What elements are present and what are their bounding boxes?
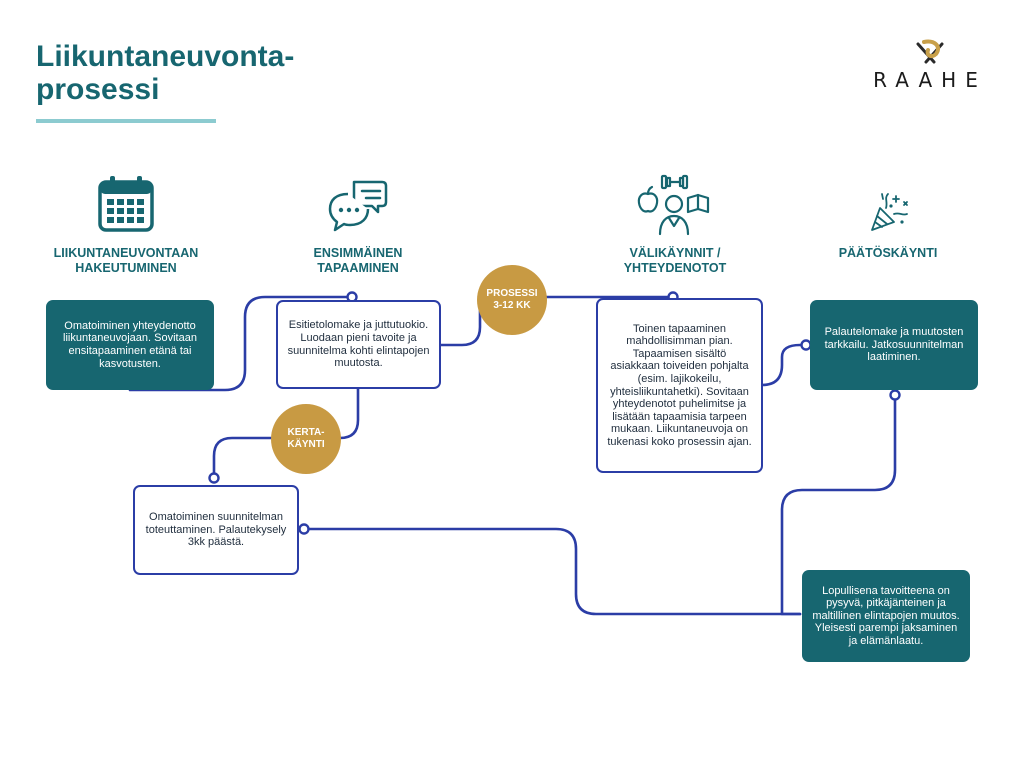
- connector-first-to-single: [338, 386, 360, 440]
- stage-label-line2: HAKEUTUMINEN: [75, 261, 177, 275]
- badge-line2: 3-12 KK: [493, 300, 531, 311]
- stage-label-line1: ENSIMMÄINEN: [313, 246, 403, 260]
- stage-label-valikaynnit: VÄLIKÄYNNIT / YHTEYDENOTOT: [575, 246, 775, 276]
- connector-node: [208, 472, 220, 484]
- connector-selfplan-to-goal: [302, 527, 802, 616]
- box-follow-up: Toinen tapaaminen mahdollisimman pian. T…: [596, 298, 763, 473]
- box-first-meeting: Esitietolomake ja juttutuokio. Luodaan p…: [276, 300, 441, 389]
- badge-line2: KÄYNTI: [287, 439, 325, 450]
- stage-label-hakeutuminen: LIIKUNTANEUVONTAAN HAKEUTUMINEN: [26, 246, 226, 276]
- stage-label-paatoskaynti: PÄÄTÖSKÄYNTI: [788, 246, 988, 261]
- page-title-line2: prosessi: [36, 73, 160, 106]
- stage-label-line1: PÄÄTÖSKÄYNTI: [838, 246, 938, 260]
- page-title-line1: Liikuntaneuvonta-: [36, 40, 295, 73]
- connector-node: [298, 523, 310, 535]
- stage-label-line2: YHTEYDENOTOT: [623, 261, 727, 275]
- box-self-plan: Omatoiminen suunnitelman toteuttaminen. …: [133, 485, 299, 575]
- person-with-dumbbell-apple-book-icon: [637, 174, 710, 236]
- badge-process-duration: PROSESSI 3-12 KK: [477, 265, 547, 335]
- page-title: Liikuntaneuvonta- prosessi: [36, 40, 294, 106]
- raahe-crest-icon: [916, 39, 944, 64]
- connector-first-to-process: [438, 308, 482, 347]
- connector-node: [889, 389, 901, 401]
- connector-start-to-first: [128, 295, 354, 392]
- connector-single-to-selfplan: [212, 436, 274, 480]
- stage-label-line2: TAPAAMINEN: [317, 261, 399, 275]
- badge-line1: KERTA-: [287, 427, 325, 438]
- logo-text: RAAHE: [873, 68, 987, 92]
- stage-label-line1: VÄLIKÄYNNIT /: [629, 246, 721, 260]
- badge-single-visit: KERTA- KÄYNTI: [271, 404, 341, 474]
- box-self-contact: Omatoiminen yhteydenotto liikuntaneuvoja…: [46, 300, 214, 390]
- raahe-logo: RAAHE: [860, 38, 1000, 98]
- connector-goal-to-final: [780, 393, 897, 616]
- connector-followup-to-final: [760, 343, 808, 387]
- stage-label-line1: LIIKUNTANEUVONTAAN: [53, 246, 199, 260]
- chat-bubbles-icon: [328, 180, 388, 232]
- title-underline: [36, 119, 216, 123]
- stage-label-ensimmainen-tapaaminen: ENSIMMÄINEN TAPAAMINEN: [258, 246, 458, 276]
- box-goal: Lopullisena tavoitteena on pysyvä, pitkä…: [802, 570, 970, 662]
- badge-line1: PROSESSI: [486, 288, 538, 299]
- calendar-icon: [98, 176, 154, 232]
- box-final-visit: Palautelomake ja muutosten tarkkailu. Ja…: [810, 300, 978, 390]
- party-popper-icon: [871, 193, 908, 231]
